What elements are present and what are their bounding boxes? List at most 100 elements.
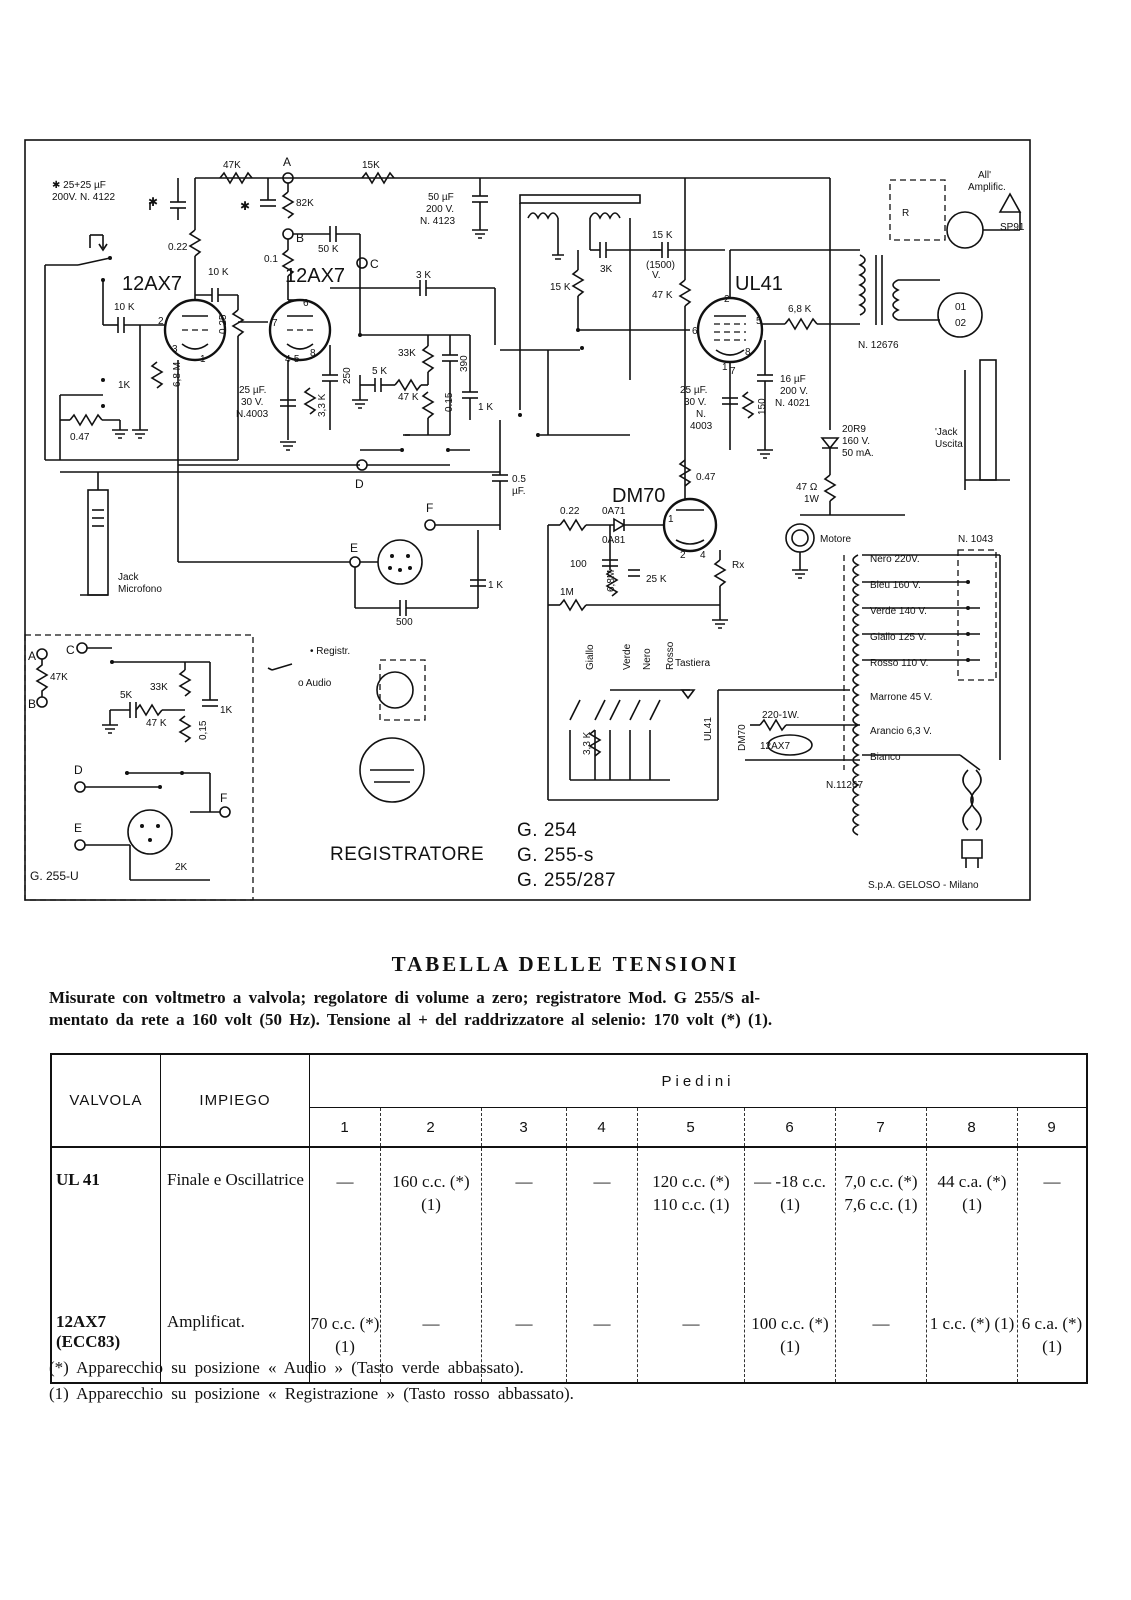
label-1k-c: 1 K [488, 580, 503, 591]
label-3k: 3 K [416, 270, 431, 281]
svg-text:6: 6 [692, 326, 698, 337]
label-47n: 47 Ω 1W [796, 482, 820, 505]
table-title: TABELLA DELLE TENSIONI [391, 952, 740, 976]
resistor-82k [281, 191, 295, 219]
speaker-triangle [998, 192, 1022, 213]
cell-pin-2: — [380, 1290, 482, 1383]
label-25uf: 25 µF. 30 V. N.4003 [236, 385, 269, 420]
svg-text:6: 6 [303, 298, 309, 309]
key-label-rosso: Rosso [665, 641, 676, 670]
label-16uf: 16 µF 200 V. N. 4021 [775, 374, 811, 409]
output-transformer-primary [858, 254, 866, 316]
inset-label-5k: 5K [120, 690, 133, 701]
maker-label: S.p.A. GELOSO - Milano [868, 880, 979, 891]
key-switches: Giallo Verde Nero Rosso Tastiera 3,3 K [569, 641, 710, 781]
resistor-022 [188, 229, 202, 257]
label-0a71: 0A71 [602, 506, 626, 517]
svg-text:✱: ✱ [240, 199, 250, 213]
cell-impiego: Amplificat. [160, 1290, 310, 1383]
model-g255s: G. 255-s [517, 845, 594, 866]
label-47k-mid: 47 K [398, 392, 419, 403]
key-label-giallo: Giallo [585, 644, 596, 670]
inset-node-f [219, 806, 231, 818]
label-3k-osc: 3K [600, 264, 613, 275]
header-pin-6: 6 [744, 1107, 836, 1148]
header-pin-8: 8 [926, 1107, 1018, 1148]
label-node-a: A [283, 155, 291, 169]
cell-pin-4: — [566, 1290, 638, 1383]
svg-text:8: 8 [745, 347, 751, 358]
label-0a81: 0A81 [602, 535, 626, 546]
header-pin-4: 4 [566, 1107, 638, 1148]
cell-impiego: Finale e Oscillatrice [160, 1147, 310, 1290]
label-33k-keys: 3,3 K [582, 731, 593, 755]
label-1500: (1500) V. [646, 260, 678, 281]
schematic-title: REGISTRATORE [330, 844, 484, 865]
cell-pin-5: — [637, 1290, 745, 1383]
label-10k-a: 10 K [208, 267, 229, 278]
resistor-01 [281, 249, 295, 277]
tap-rosso: Rosso 110 V. [870, 658, 928, 669]
label-15k-osc: 15 K [652, 230, 673, 241]
label-25k: 25 K [646, 574, 667, 585]
svg-text:1: 1 [200, 354, 206, 365]
mains-cord [962, 769, 974, 831]
label-68k: 6,8 K [788, 304, 812, 315]
tap-verde: Verde 140 V. [870, 606, 927, 617]
din-socket-legend [376, 671, 414, 709]
label-022: 0.22 [168, 242, 188, 253]
inset-box [24, 634, 254, 901]
label-01: 0.1 [264, 254, 278, 265]
svg-text:4-5: 4-5 [285, 354, 300, 365]
footnote-registrazione: (1) Apparecchio su posizione « Registraz… [49, 1384, 574, 1403]
din-socket-main [377, 539, 423, 585]
svg-text:R: R [902, 208, 909, 219]
label-1m: 1M [560, 587, 574, 598]
resistor-47k-top [219, 171, 253, 185]
inset-label-47k: 47K [50, 672, 68, 683]
label-50uf: 50 µF 200 V. N. 4123 [420, 192, 457, 227]
description-line-2: mentato da rete a 160 volt (50 Hz). Tens… [49, 1010, 773, 1029]
header-pin-2: 2 [380, 1107, 482, 1148]
tap-arancio: Arancio 6,3 V. [870, 726, 932, 737]
label-1k-b: 1 K [478, 402, 493, 413]
label-heater-12ax7: 12AX7 [760, 741, 790, 752]
header-piedini: Piedini [309, 1054, 1088, 1108]
motor-disc [359, 737, 425, 803]
header-pin-7: 7 [835, 1107, 927, 1148]
footnote-audio: (*) Apparecchio su posizione « Audio » (… [49, 1358, 524, 1377]
svg-text:02: 02 [955, 318, 967, 329]
tap-bianco: Bianco [870, 752, 901, 763]
label-rx: Rx [732, 560, 744, 571]
cell-pin-9: — [1043, 1172, 1061, 1191]
inset-model-label: G. 255-U [30, 869, 79, 883]
label-68m-b: 6,8M [606, 570, 617, 592]
svg-text:2: 2 [724, 294, 730, 305]
label-5k: 5 K [372, 366, 387, 377]
header-pin-9: 9 [1017, 1107, 1087, 1148]
inset-label-d: D [74, 763, 83, 777]
cell-pin-7: 7,0 c.c. (*) 7,6 c.c. (1) [835, 1147, 927, 1290]
svg-text:8: 8 [310, 348, 316, 359]
label-250: 250 [342, 367, 353, 384]
inset-node-b [36, 696, 48, 708]
label-220: 220-1W. [762, 710, 799, 721]
table-row: UL 41 Finale e Oscillatrice — 160 c.c. (… [51, 1147, 1087, 1290]
label-047: 0.47 [70, 432, 90, 443]
label-33k-a: 3,3 K [317, 393, 328, 417]
power-switch-box [957, 549, 997, 681]
label-047-b: 0.47 [696, 472, 716, 483]
cell-pin-8: 1 c.c. (*) (1) [926, 1290, 1018, 1383]
label-47k-top: 47K [223, 160, 241, 171]
schematic-frame [24, 139, 1031, 901]
tube-label-v2: 12AX7 [285, 265, 345, 287]
tap-nero: Nero 220V. [870, 554, 920, 565]
label-jack-mic: Jack Microfono [118, 572, 162, 595]
potentiometer-025 [231, 309, 245, 337]
model-g255-287: G. 255/287 [517, 870, 616, 891]
label-audio: o Audio [298, 678, 332, 689]
label-heater-ul41: UL41 [703, 717, 714, 741]
label-100: 100 [570, 559, 587, 570]
inset-node-c [76, 642, 88, 654]
inset-label-33k: 33K [150, 682, 168, 693]
